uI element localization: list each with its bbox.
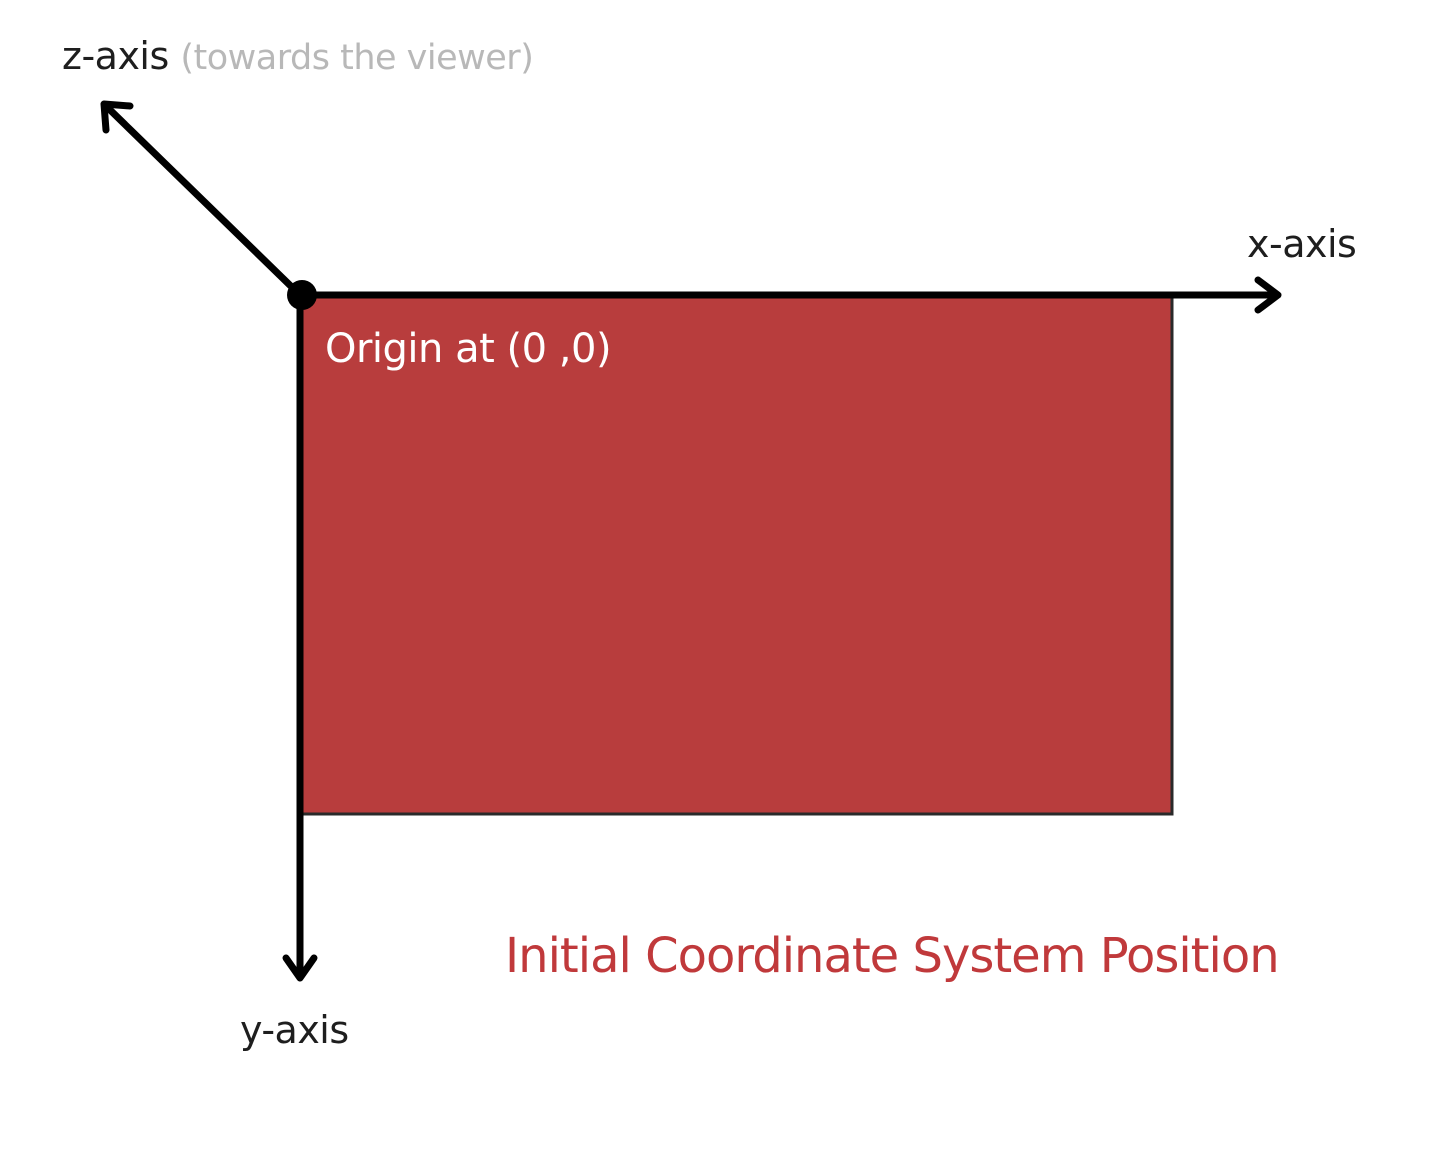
origin-label: Origin at (0 ,0) bbox=[325, 326, 612, 372]
y-axis-label: y-axis bbox=[240, 1008, 349, 1052]
z-axis-label: z-axis (towards the viewer) bbox=[62, 34, 534, 78]
element-rectangle bbox=[298, 294, 1174, 816]
z-axis-arrowhead-icon bbox=[100, 100, 134, 134]
origin-dot-icon bbox=[287, 280, 317, 310]
z-axis-note: (towards the viewer) bbox=[180, 38, 534, 78]
x-axis-arrowhead-icon bbox=[1254, 276, 1282, 314]
z-axis-line bbox=[102, 102, 304, 299]
x-axis-label: x-axis bbox=[1247, 222, 1357, 266]
diagram-caption: Initial Coordinate System Position bbox=[505, 928, 1280, 984]
z-axis-label-text: z-axis bbox=[62, 34, 169, 78]
y-axis-arrowhead-icon bbox=[282, 954, 318, 982]
